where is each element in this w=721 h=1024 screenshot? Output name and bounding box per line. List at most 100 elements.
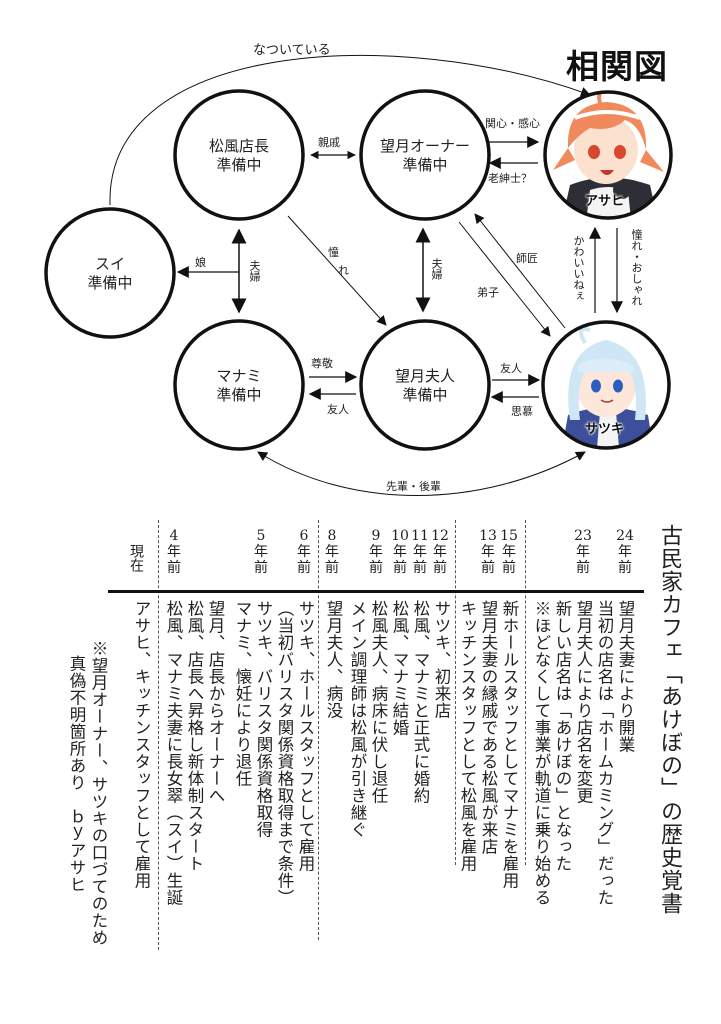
year-number: 23: [574, 528, 592, 544]
relation-label: 弟子: [477, 286, 499, 299]
node-status: 準備中: [87, 274, 133, 292]
relation-label: 友人: [500, 362, 522, 375]
relation-label: 関心・感心: [485, 117, 540, 130]
year-suffix: 年前: [413, 544, 427, 576]
node-name: 松風店長: [208, 137, 269, 155]
timeline-entry: メイン調理師は松風が引き継ぐ: [348, 600, 367, 838]
year-suffix: 年前: [254, 544, 268, 576]
timeline-axis: [108, 590, 644, 593]
year-suffix: 現在: [128, 544, 144, 572]
relation-label-part: れ: [338, 264, 349, 277]
node-name: 望月夫人: [394, 367, 455, 385]
timeline-entry: サツキ、ホールスタッフとして雇用: [296, 600, 315, 872]
year-suffix: 年前: [502, 544, 516, 576]
node-status: 準備中: [216, 386, 262, 404]
node-matsukaze: 松風店長 準備中: [175, 137, 303, 175]
relation-label: 老紳士？: [488, 172, 532, 185]
relation-label: 師匠: [516, 252, 538, 265]
timeline-entry: 当初の店名は「ホームカミング」だった: [595, 600, 614, 906]
year-header: 15 年前: [498, 528, 520, 576]
year-number: 11: [411, 528, 429, 544]
relation-label-part: 憧: [328, 246, 339, 259]
year-number: 5: [256, 528, 266, 544]
year-suffix: 年前: [481, 544, 495, 576]
node-name: 望月オーナー: [379, 137, 470, 155]
relation-label: なついている: [253, 43, 331, 58]
timeline-entry: サツキ、初来店: [432, 600, 451, 719]
relation-label: 夫婦: [248, 260, 261, 282]
footnote-line-1: ※望月オーナー、サツキの口づてのため: [89, 640, 108, 946]
era-divider: [525, 520, 526, 865]
year-header: 6 年前: [294, 528, 314, 576]
year-number: 6: [299, 528, 309, 544]
year-header: 10 年前: [390, 528, 410, 576]
year-header-current: 現在: [128, 544, 148, 572]
year-number: 8: [327, 528, 337, 544]
year-header: 23 年前: [570, 528, 596, 576]
relationship-diagram: 相関図 松風店長 準備中 望月オーナー 準備中 スイ 準備中 マナミ 準備中 望…: [0, 0, 721, 510]
year-suffix: 年前: [576, 544, 590, 576]
year-header: 5 年前: [251, 528, 271, 576]
year-header: 9 年前: [366, 528, 386, 576]
timeline-entry: 松風、マナミ結婚: [390, 600, 409, 736]
year-number: 9: [371, 528, 381, 544]
year-suffix: 年前: [393, 544, 407, 576]
timeline-entry: 望月夫人により店名を変更: [574, 600, 593, 804]
node-satsuki-name: サツキ: [585, 422, 625, 437]
node-status: 準備中: [402, 156, 448, 174]
node-status: 準備中: [402, 386, 448, 404]
year-number: 24: [616, 528, 634, 544]
year-suffix: 年前: [369, 544, 383, 576]
node-owner: 望月オーナー 準備中: [361, 137, 489, 175]
relation-label: 憧 れ: [328, 244, 358, 280]
timeline-entry: ※ほどなくして事業が軌道に乗り始める: [532, 600, 551, 906]
timeline-entry: 松風、マナミ夫妻に長女翠（スイ）生誕: [164, 600, 183, 906]
timeline-entry: 望月夫人、病没: [324, 600, 343, 719]
node-wife: 望月夫人 準備中: [361, 367, 489, 405]
timeline-entry: 新しい店名は「あけぼの」となった: [553, 600, 572, 872]
node-asahi-name: アサヒ: [585, 194, 625, 209]
timeline-entry: アサヒ、キッチンスタッフとして雇用: [132, 600, 151, 889]
diagram-title: 相関図: [566, 47, 668, 86]
year-header: 11 年前: [410, 528, 430, 576]
year-number: 13: [479, 528, 497, 544]
timeline-entry: 望月夫妻により開業: [616, 600, 635, 753]
relation-label: 尊敬: [311, 357, 333, 370]
relation-label: 先輩・後輩: [386, 480, 441, 493]
year-suffix: 年前: [433, 544, 447, 576]
era-divider: [455, 520, 456, 865]
asahi-portrait: [546, 93, 670, 217]
year-number: 12: [431, 528, 449, 544]
timeline-entry: 新ホールスタッフとしてマナミを雇用: [500, 600, 519, 889]
timeline-entry: 望月、店長からオーナーへ: [206, 600, 225, 804]
year-header: 24 年前: [612, 528, 638, 576]
node-manami: マナミ 準備中: [175, 367, 303, 405]
node-name: マナミ: [216, 367, 262, 385]
timeline-entry: 望月夫妻の縁戚である松風が来店: [479, 600, 498, 855]
year-header: 8 年前: [322, 528, 342, 576]
timeline-entry: マナミ、懐妊により退任: [233, 600, 252, 787]
year-suffix: 年前: [618, 544, 632, 576]
year-number: 10: [391, 528, 409, 544]
year-header: 12 年前: [430, 528, 450, 576]
year-suffix: 年前: [167, 544, 181, 576]
timeline-entry: 松風、店長へ昇格し新体制スタート: [185, 600, 204, 872]
node-status: 準備中: [216, 156, 262, 174]
timeline-entry: サツキ、バリスタ関係資格取得: [254, 600, 273, 838]
footnote-line-2: 真偽不明箇所あり ｂｙアサヒ: [67, 655, 86, 893]
relation-label: 憧れ・おしゃれ: [630, 229, 643, 306]
timeline-entry: キッチンスタッフとして松風を雇用: [458, 600, 477, 872]
relation-label: 娘: [195, 256, 206, 269]
era-divider: [318, 520, 319, 940]
year-number: 4: [169, 528, 179, 544]
year-header: 13 年前: [477, 528, 499, 576]
timeline-entry: （当初バリスタ関係資格取得まで条件）: [275, 600, 294, 906]
era-divider: [158, 520, 159, 950]
node-sui: スイ 準備中: [46, 255, 174, 293]
year-suffix: 年前: [325, 544, 339, 576]
timeline-title: 古民家カフェ「あけぼの」の歴史覚書: [657, 524, 682, 915]
diagram-lines: [44, 55, 673, 496]
year-header: 4 年前: [164, 528, 184, 576]
timeline-entry: 松風、マナミと正式に婚約: [411, 600, 430, 804]
relation-label: 友人: [327, 403, 349, 416]
